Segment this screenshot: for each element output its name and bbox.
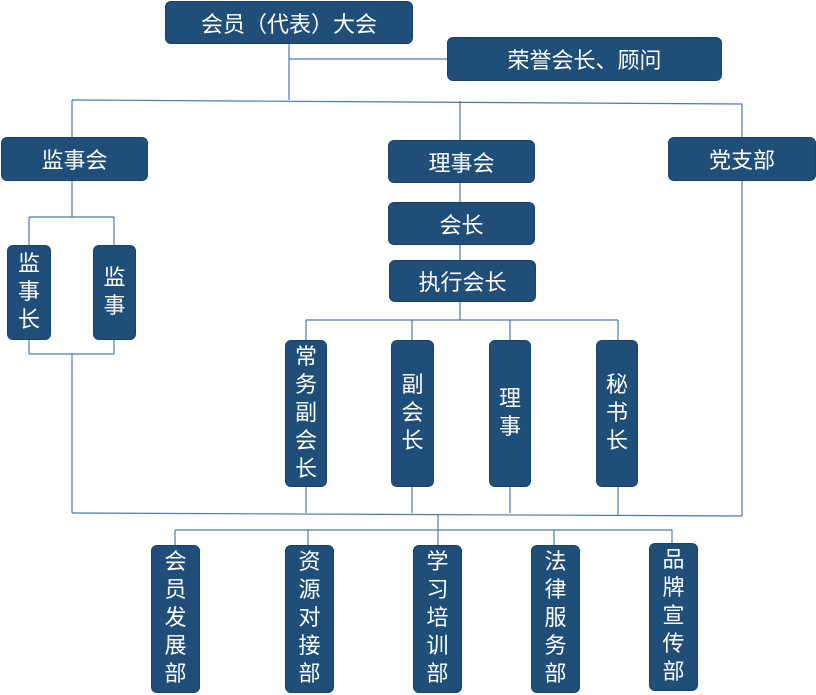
node-council: 理事会 [388,140,535,183]
node-label: 学习培训部 [426,550,449,687]
node-training: 学习培训部 [413,545,462,693]
node-label: 会员（代表）大会 [200,12,377,38]
node-label: 会员发展部 [164,550,187,687]
node-executive-president: 执行会长 [389,260,536,302]
node-label: 副会长 [401,372,424,454]
node-label: 监事长 [18,251,41,333]
node-label: 执行会长 [418,271,507,296]
node-chief-supervisor: 监事长 [7,245,51,340]
node-member-development: 会员发展部 [151,545,200,693]
node-supervisor: 监事 [93,245,136,340]
node-label: 荣誉会长、顾问 [507,49,662,74]
node-label: 资源对接部 [298,550,321,687]
node-resource-matching: 资源对接部 [285,545,334,693]
node-standing-vice-president: 常务副会长 [285,340,327,487]
node-label: 秘书长 [606,372,629,454]
node-assembly: 会员（代表）大会 [165,1,413,44]
node-director: 理事 [489,340,531,487]
node-label: 法律服务部 [544,550,567,687]
node-label: 品牌宣传部 [662,548,685,685]
node-label: 会长 [439,213,484,239]
node-label: 党支部 [708,149,775,174]
node-label: 监事 [103,265,126,319]
node-vice-president: 副会长 [391,340,434,487]
node-brand-promotion: 品牌宣传部 [649,543,698,691]
node-president: 会长 [388,202,535,245]
node-label: 监事会 [41,149,108,174]
node-legal-services: 法律服务部 [531,545,580,693]
node-honorary: 荣誉会长、顾问 [447,37,722,81]
node-label: 常务副会长 [295,344,318,482]
node-label: 理事会 [428,151,495,177]
node-party-branch: 党支部 [668,137,816,181]
node-secretary-general: 秘书长 [596,340,638,487]
node-label: 理事 [499,386,522,440]
node-supervisory-board: 监事会 [1,137,148,181]
